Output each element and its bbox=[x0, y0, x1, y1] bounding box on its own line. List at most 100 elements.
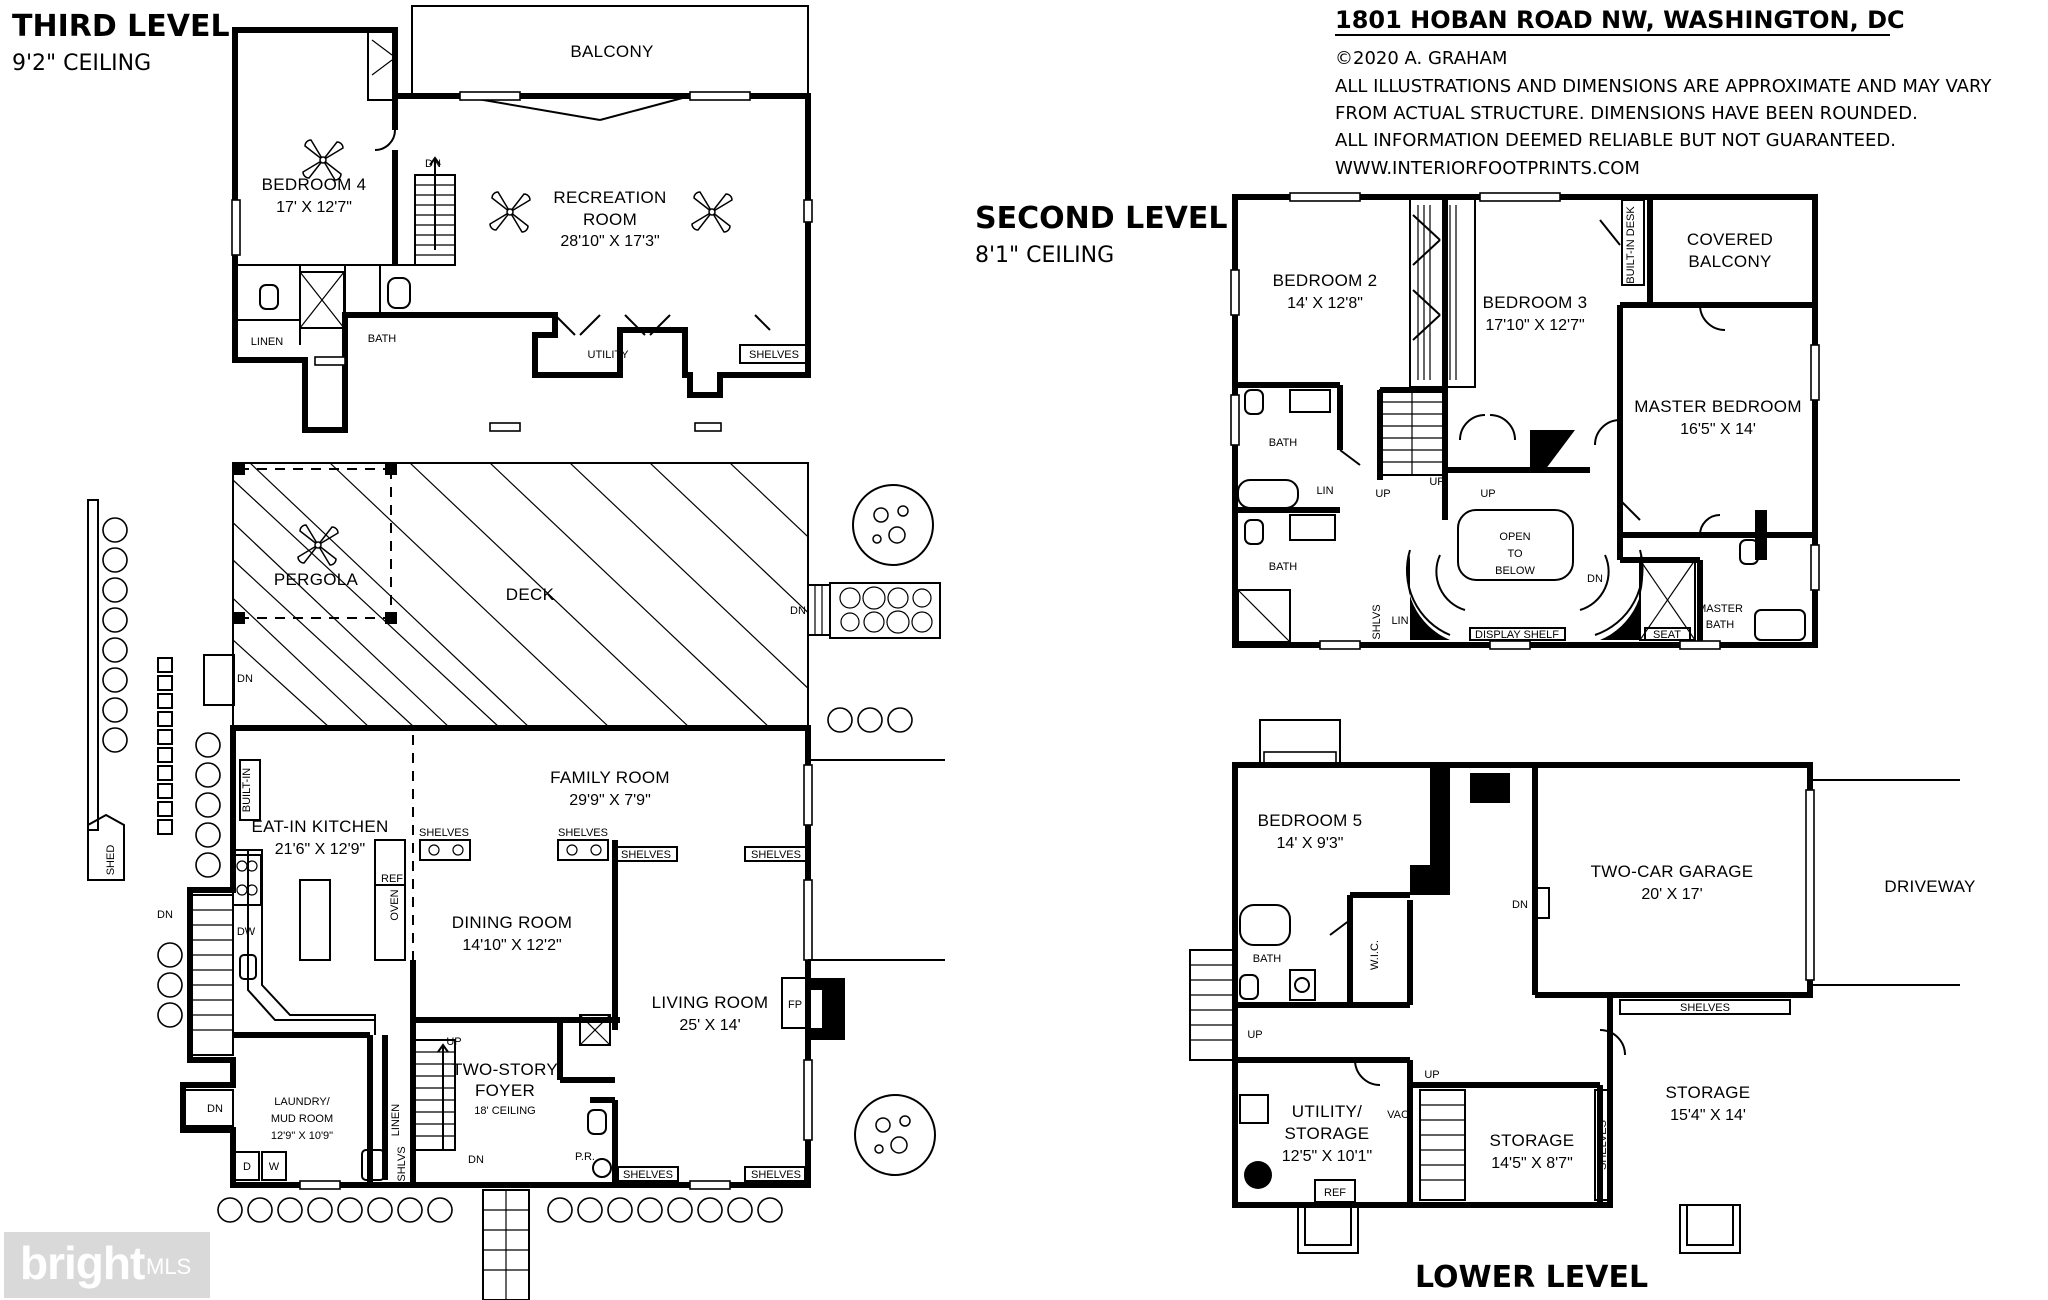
bedroom-3-label: BEDROOM 3 bbox=[1483, 293, 1588, 312]
bedroom-4-dimensions: 17' X 12'7" bbox=[276, 199, 352, 216]
lower-up-a-label: UP bbox=[1247, 1029, 1262, 1041]
bedroom-4-label: BEDROOM 4 bbox=[262, 175, 367, 194]
bath-a-label: BATH bbox=[1269, 437, 1298, 449]
shelves-a-label: SHELVES bbox=[419, 827, 469, 839]
open-label-3: BELOW bbox=[1495, 565, 1535, 577]
lower-dn-label: DN bbox=[1512, 899, 1528, 911]
shed-label: SHED bbox=[105, 845, 117, 876]
laundry-dimensions: 12'9" X 10'9" bbox=[271, 1130, 333, 1142]
linen-label: LINEN bbox=[251, 336, 283, 348]
covered-balcony-label-2: BALCONY bbox=[1688, 252, 1771, 271]
lower-up-b-label: UP bbox=[1424, 1069, 1439, 1081]
master-bath-label-2: BATH bbox=[1706, 619, 1735, 631]
mls-watermark: bright MLS bbox=[4, 1232, 210, 1298]
master-bedroom-label: MASTER BEDROOM bbox=[1634, 397, 1802, 416]
watermark-brand: bright bbox=[20, 1237, 145, 1289]
foyer-ceiling-label: 18' CEILING bbox=[474, 1105, 535, 1117]
recreation-room-label-1: RECREATION bbox=[553, 188, 666, 207]
seat-label: SEAT bbox=[1653, 629, 1681, 641]
shelves-f-label: SHELVES bbox=[751, 1169, 801, 1181]
stone-steps bbox=[157, 657, 173, 835]
dining-room-dimensions: 14'10" X 12'2" bbox=[462, 937, 561, 954]
washer-label: W bbox=[269, 1161, 280, 1173]
foyer-dn-label: DN bbox=[468, 1154, 484, 1166]
bedroom-2-dimensions: 14' X 12'8" bbox=[1287, 295, 1363, 312]
lower-ref-label: REF bbox=[1324, 1187, 1346, 1199]
deck-label: DECK bbox=[506, 585, 555, 604]
utility-storage-label-1: UTILITY/ bbox=[1292, 1102, 1362, 1121]
recreation-room-dimensions: 28'10" X 17'3" bbox=[560, 233, 659, 250]
driveway-label: DRIVEWAY bbox=[1884, 877, 1975, 896]
third-level-ceiling: 9'2" CEILING bbox=[12, 51, 151, 76]
third-level-plan: THIRD LEVEL 9'2" CEILING BALCONY DN bbox=[12, 5, 813, 433]
up-a-label: UP bbox=[1375, 488, 1390, 500]
disclaimer-line-1: ALL ILLUSTRATIONS AND DIMENSIONS ARE APP… bbox=[1335, 76, 1992, 97]
shlvs-label: SHLVS bbox=[396, 1146, 408, 1181]
family-room-dimensions: 29'9" X 7'9" bbox=[569, 792, 651, 809]
fp-label: FP bbox=[788, 999, 802, 1011]
bedroom-3-dimensions: 17'10" X 12'7" bbox=[1485, 317, 1584, 334]
header-info: 1801 HOBAN ROAD NW, WASHINGTON, DC ©2020… bbox=[1335, 6, 1992, 179]
balcony-label: BALCONY bbox=[570, 42, 653, 61]
property-address: 1801 HOBAN ROAD NW, WASHINGTON, DC bbox=[1335, 6, 1905, 34]
storage-a-dimensions: 14'5" X 8'7" bbox=[1491, 1155, 1573, 1172]
storage-b-dimensions: 15'4" X 14' bbox=[1670, 1107, 1746, 1124]
lower-level-title: LOWER LEVEL bbox=[1415, 1260, 1648, 1295]
dining-room-label: DINING ROOM bbox=[452, 913, 572, 932]
lower-level-plan: LOWER LEVEL BATH W.I.C. UP bbox=[1189, 719, 1975, 1295]
oven-label: OVEN bbox=[389, 889, 401, 920]
lower-bath-label: BATH bbox=[1253, 953, 1282, 965]
kitchen-stair-dn-label: DN bbox=[157, 909, 173, 921]
utility-label: UTILITY bbox=[588, 349, 630, 361]
garage-label: TWO-CAR GARAGE bbox=[1591, 862, 1754, 881]
foyer-up-label: UP bbox=[446, 1036, 461, 1048]
main-level-plan: PERGOLA DECK DN DN REF OVEN D bbox=[87, 462, 945, 1300]
storage-a-label: STORAGE bbox=[1490, 1131, 1575, 1150]
family-room-label: FAMILY ROOM bbox=[550, 768, 670, 787]
display-shelf-label: DISPLAY SHELF bbox=[1475, 629, 1559, 641]
foyer-label-2: FOYER bbox=[475, 1081, 535, 1100]
utility-storage-dimensions: 12'5" X 10'1" bbox=[1282, 1148, 1372, 1165]
covered-balcony-label-1: COVERED bbox=[1687, 230, 1773, 249]
garage-dimensions: 20' X 17' bbox=[1641, 886, 1702, 903]
copyright: ©2020 A. GRAHAM bbox=[1335, 48, 1507, 69]
second-dn-label: DN bbox=[1587, 573, 1603, 585]
recreation-room-label-2: ROOM bbox=[583, 210, 637, 229]
bedroom-2-label: BEDROOM 2 bbox=[1273, 271, 1378, 290]
third-shelves-label: SHELVES bbox=[749, 349, 799, 361]
built-in-label: BUILT-IN bbox=[241, 768, 253, 812]
laundry-label-2: MUD ROOM bbox=[271, 1113, 333, 1125]
lin-a-label: LIN bbox=[1316, 485, 1333, 497]
lin-b-label: LIN bbox=[1391, 615, 1408, 627]
foyer-label-1: TWO-STORY bbox=[452, 1060, 558, 1079]
side-steps-dn-label: DN bbox=[237, 673, 253, 685]
built-in-desk-label: BUILT-IN DESK bbox=[1625, 206, 1637, 284]
eat-in-kitchen-label: EAT-IN KITCHEN bbox=[251, 817, 388, 836]
ref-label: REF bbox=[381, 873, 403, 885]
watermark-suffix: MLS bbox=[146, 1254, 192, 1279]
living-room-label: LIVING ROOM bbox=[652, 993, 769, 1012]
wic-label: W.I.C. bbox=[1369, 940, 1381, 970]
third-bath-label: BATH bbox=[368, 333, 397, 345]
disclaimer-line-3: ALL INFORMATION DEEMED RELIABLE BUT NOT … bbox=[1335, 130, 1896, 151]
shelves-b-label: SHELVES bbox=[558, 827, 608, 839]
bedroom-5-dimensions: 14' X 9'3" bbox=[1277, 835, 1344, 852]
vac-label: VAC bbox=[1387, 1109, 1409, 1121]
dw-label: DW bbox=[237, 926, 256, 938]
shelves-d-label: SHELVES bbox=[751, 849, 801, 861]
bath-b-label: BATH bbox=[1269, 561, 1298, 573]
third-level-title: THIRD LEVEL bbox=[12, 9, 230, 44]
second-shlvs-label: SHLVS bbox=[1371, 604, 1383, 639]
up-c-label: UP bbox=[1480, 488, 1495, 500]
second-level-title: SECOND LEVEL bbox=[975, 201, 1228, 236]
bedroom-5-label: BEDROOM 5 bbox=[1258, 811, 1363, 830]
utility-storage-label-2: STORAGE bbox=[1285, 1124, 1370, 1143]
website: WWW.INTERIORFOOTPRINTS.COM bbox=[1335, 158, 1640, 179]
up-b-label: UP bbox=[1429, 476, 1444, 488]
living-room-dimensions: 25' X 14' bbox=[679, 1017, 740, 1034]
eat-in-kitchen-dimensions: 21'6" X 12'9" bbox=[275, 841, 365, 858]
dryer-label: D bbox=[243, 1161, 251, 1173]
shelves-c-label: SHELVES bbox=[621, 849, 671, 861]
lower-shelves-v-label: SHELVES bbox=[1597, 1120, 1609, 1170]
laundry-dn-label: DN bbox=[207, 1103, 223, 1115]
